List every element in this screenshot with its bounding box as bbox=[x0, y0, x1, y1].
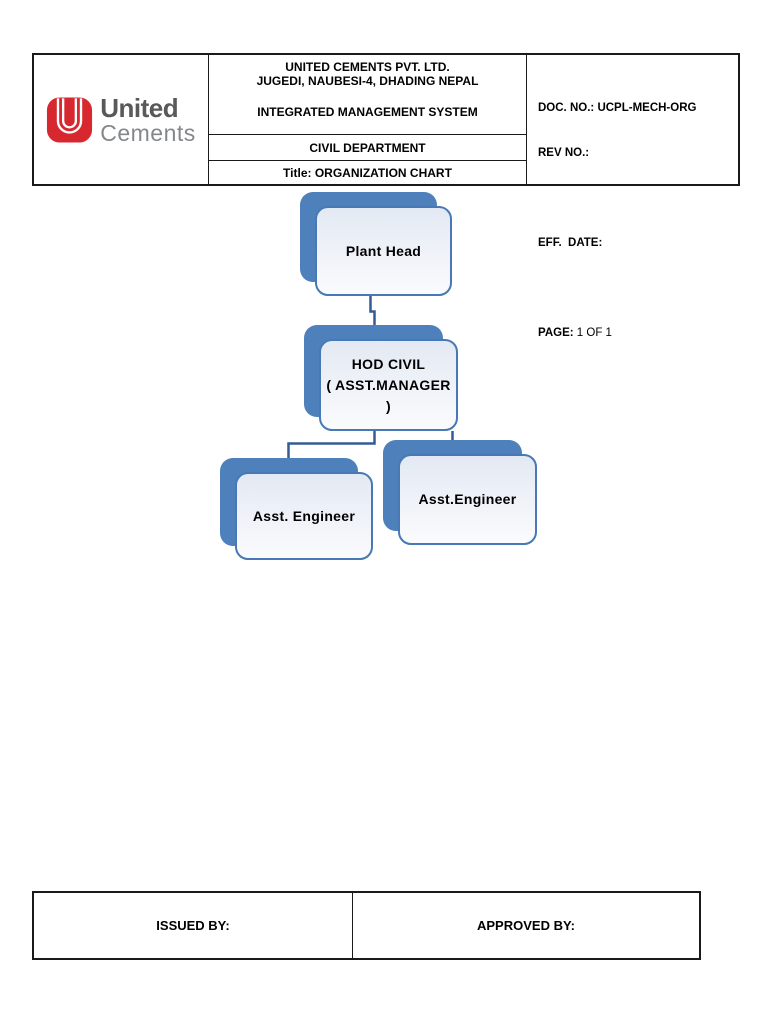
node-label: Asst.Engineer bbox=[418, 491, 517, 507]
company-info-row: UNITED CEMENTS PVT. LTD. JUGEDI, NAUBESI… bbox=[209, 55, 526, 135]
org-node-hod-civil: HOD CIVIL ( ASST.MANAGER ) bbox=[319, 339, 458, 431]
logo-name-bottom: Cements bbox=[100, 119, 196, 146]
logo-name-top: United bbox=[100, 92, 179, 123]
united-cements-logo-icon bbox=[47, 96, 93, 143]
header-title-block: United Cements UNITED CEMENTS PVT. LTD. … bbox=[32, 53, 740, 339]
department-row: CIVIL DEPARTMENT bbox=[209, 135, 526, 161]
document-title: Title: ORGANIZATION CHART bbox=[283, 165, 452, 180]
rev-no-line: REV NO.: bbox=[538, 147, 590, 159]
company-address: JUGEDI, NAUBESI-4, DHADING NEPAL bbox=[256, 73, 479, 88]
node-label-line1: HOD CIVIL bbox=[351, 355, 426, 372]
doc-no-value: UCPL-MECH-ORG bbox=[597, 102, 697, 114]
node-label: Plant Head bbox=[345, 242, 422, 259]
org-node-plant-head: Plant Head bbox=[315, 206, 452, 296]
org-node-asst-engineer-left: Asst. Engineer bbox=[235, 472, 373, 560]
doc-control-cell: DOC. NO.: UCPL-MECH-ORG REV NO.: EFF. DA… bbox=[527, 55, 738, 339]
doc-no-line: DOC. NO.: UCPL-MECH-ORG bbox=[538, 102, 697, 114]
node-label: Asst. Engineer bbox=[252, 507, 356, 524]
page-line: PAGE: 1 OF 1 bbox=[538, 327, 612, 339]
company-name: UNITED CEMENTS PVT. LTD. bbox=[285, 60, 450, 74]
management-system-line: INTEGRATED MANAGEMENT SYSTEM bbox=[257, 105, 478, 119]
node-label-line3: ) bbox=[386, 397, 391, 414]
logo-cell: United Cements bbox=[34, 55, 209, 184]
approved-by-cell: APPROVED BY: bbox=[477, 918, 575, 933]
org-node-asst-engineer-right: Asst.Engineer bbox=[398, 454, 537, 545]
node-label-line2: ( ASST.MANAGER bbox=[326, 376, 451, 393]
spacer bbox=[538, 281, 734, 296]
issued-by-cell: ISSUED BY: bbox=[34, 893, 353, 958]
spacer bbox=[538, 191, 734, 206]
header-middle-column: UNITED CEMENTS PVT. LTD. JUGEDI, NAUBESI… bbox=[209, 55, 527, 184]
page-value: 1 OF 1 bbox=[576, 327, 612, 339]
eff-date-line: EFF. DATE: bbox=[538, 237, 603, 249]
footer-signature-block: ISSUED BY: APPROVED BY: bbox=[32, 891, 701, 960]
logo-wordmark: United Cements bbox=[100, 95, 196, 145]
